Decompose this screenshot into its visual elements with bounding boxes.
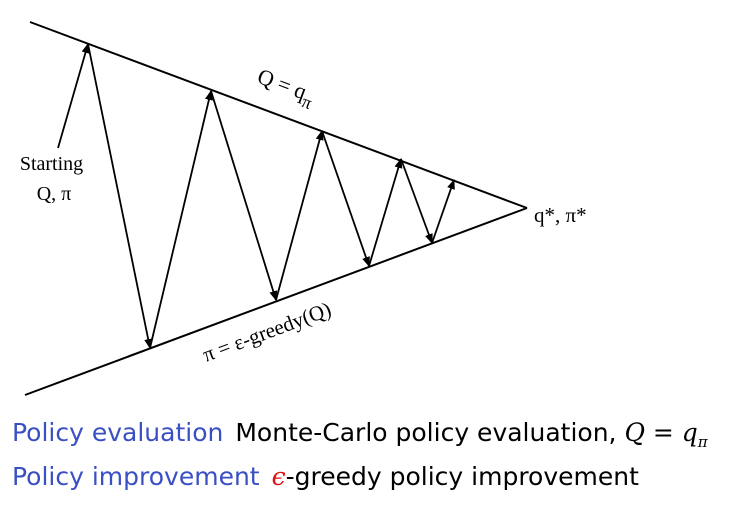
epsilon-symbol: ϵ: [271, 462, 286, 491]
convergence-label: q*, π*: [534, 203, 587, 227]
gpi-diagram: Q = qπ π = ε-greedy(Q) Starting Q, π q*,…: [20, 21, 587, 396]
bottom-line-label: π = ε-greedy(Q): [199, 297, 334, 367]
improvement-arrow-2: [210, 90, 278, 301]
policy-improvement-text: -greedy policy improvement: [285, 462, 639, 491]
top-boundary-line: [29, 21, 528, 209]
policy-improvement-key: Policy improvement: [12, 462, 260, 491]
evaluation-arrow-4: [431, 179, 455, 244]
evaluation-arrow-2: [275, 130, 324, 301]
evaluation-arrow-1: [149, 90, 213, 349]
top-line-label: Q = qπ: [252, 63, 318, 113]
starting-label: Starting Q, π: [20, 153, 88, 205]
improvement-arrow-3: [321, 130, 370, 267]
policy-evaluation-math: Q = qπ: [624, 418, 708, 451]
start-arrow: [57, 43, 90, 149]
legend-row-policy-evaluation: Policy evaluation Monte-Carlo policy eval…: [12, 418, 708, 451]
legend-row-policy-improvement: Policy improvement ϵ-greedy policy improv…: [12, 462, 639, 491]
improvement-arrow-1: [87, 43, 153, 349]
improvement-arrow-4: [400, 158, 433, 244]
evaluation-arrow-3: [368, 158, 403, 267]
bottom-boundary-line: [24, 207, 528, 396]
policy-evaluation-text: Monte-Carlo policy evaluation,: [235, 418, 617, 447]
policy-evaluation-key: Policy evaluation: [12, 418, 224, 447]
